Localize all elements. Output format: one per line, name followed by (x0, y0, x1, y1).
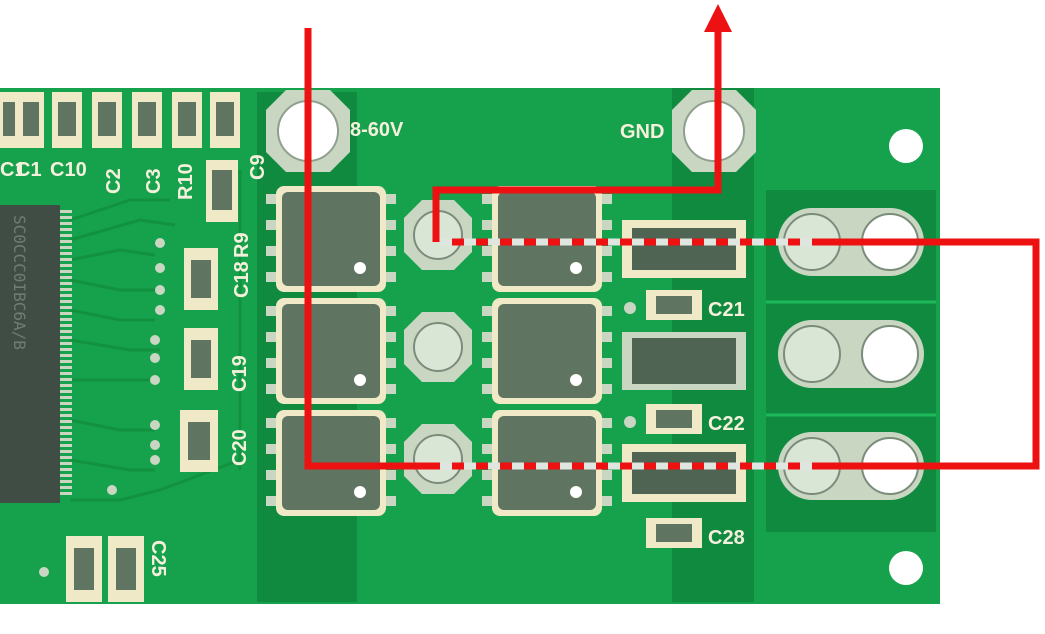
mosfet (482, 298, 612, 404)
vias (39, 238, 165, 577)
left-components (66, 248, 218, 602)
ic-chip (0, 205, 60, 503)
current-path-return (432, 30, 722, 242)
label-c18: C18 (231, 261, 253, 298)
current-path (304, 4, 1040, 470)
label-c25: C25 (147, 540, 169, 577)
mount-hole-top (889, 129, 923, 163)
shunt-resistors (622, 220, 746, 502)
label-c19: C19 (229, 355, 251, 392)
mount-hole-bottom (889, 551, 923, 585)
label-r9: R9 (231, 232, 253, 258)
ic-pins (60, 210, 72, 495)
top-components (0, 92, 240, 222)
label-c3: C3 (143, 168, 165, 194)
power-terminal-pads (266, 90, 756, 172)
arrow-up-icon (704, 4, 732, 32)
ic-traces (69, 170, 242, 502)
current-path-motor-loop (812, 238, 1040, 470)
mosfet (266, 186, 396, 292)
label-c9: C9 (247, 154, 269, 180)
label-c1b: C1 (16, 159, 42, 181)
mosfet (266, 298, 396, 404)
ic-marking: SC0CCC0IBC6A/B (10, 215, 29, 350)
motor-terminal-pads (778, 208, 924, 500)
label-c2: C2 (103, 168, 125, 194)
label-c1a: C1 (0, 159, 26, 181)
label-c22: C22 (708, 413, 745, 435)
small-caps (624, 290, 702, 548)
gnd-label: GND (620, 121, 664, 143)
power-label: 8-60V (350, 119, 404, 141)
label-c21: C21 (708, 299, 745, 321)
label-c28: C28 (708, 527, 745, 549)
label-c20: C20 (229, 429, 251, 466)
label-r10: R10 (175, 163, 197, 200)
label-c10: C10 (50, 159, 87, 181)
current-path-input (304, 28, 440, 470)
